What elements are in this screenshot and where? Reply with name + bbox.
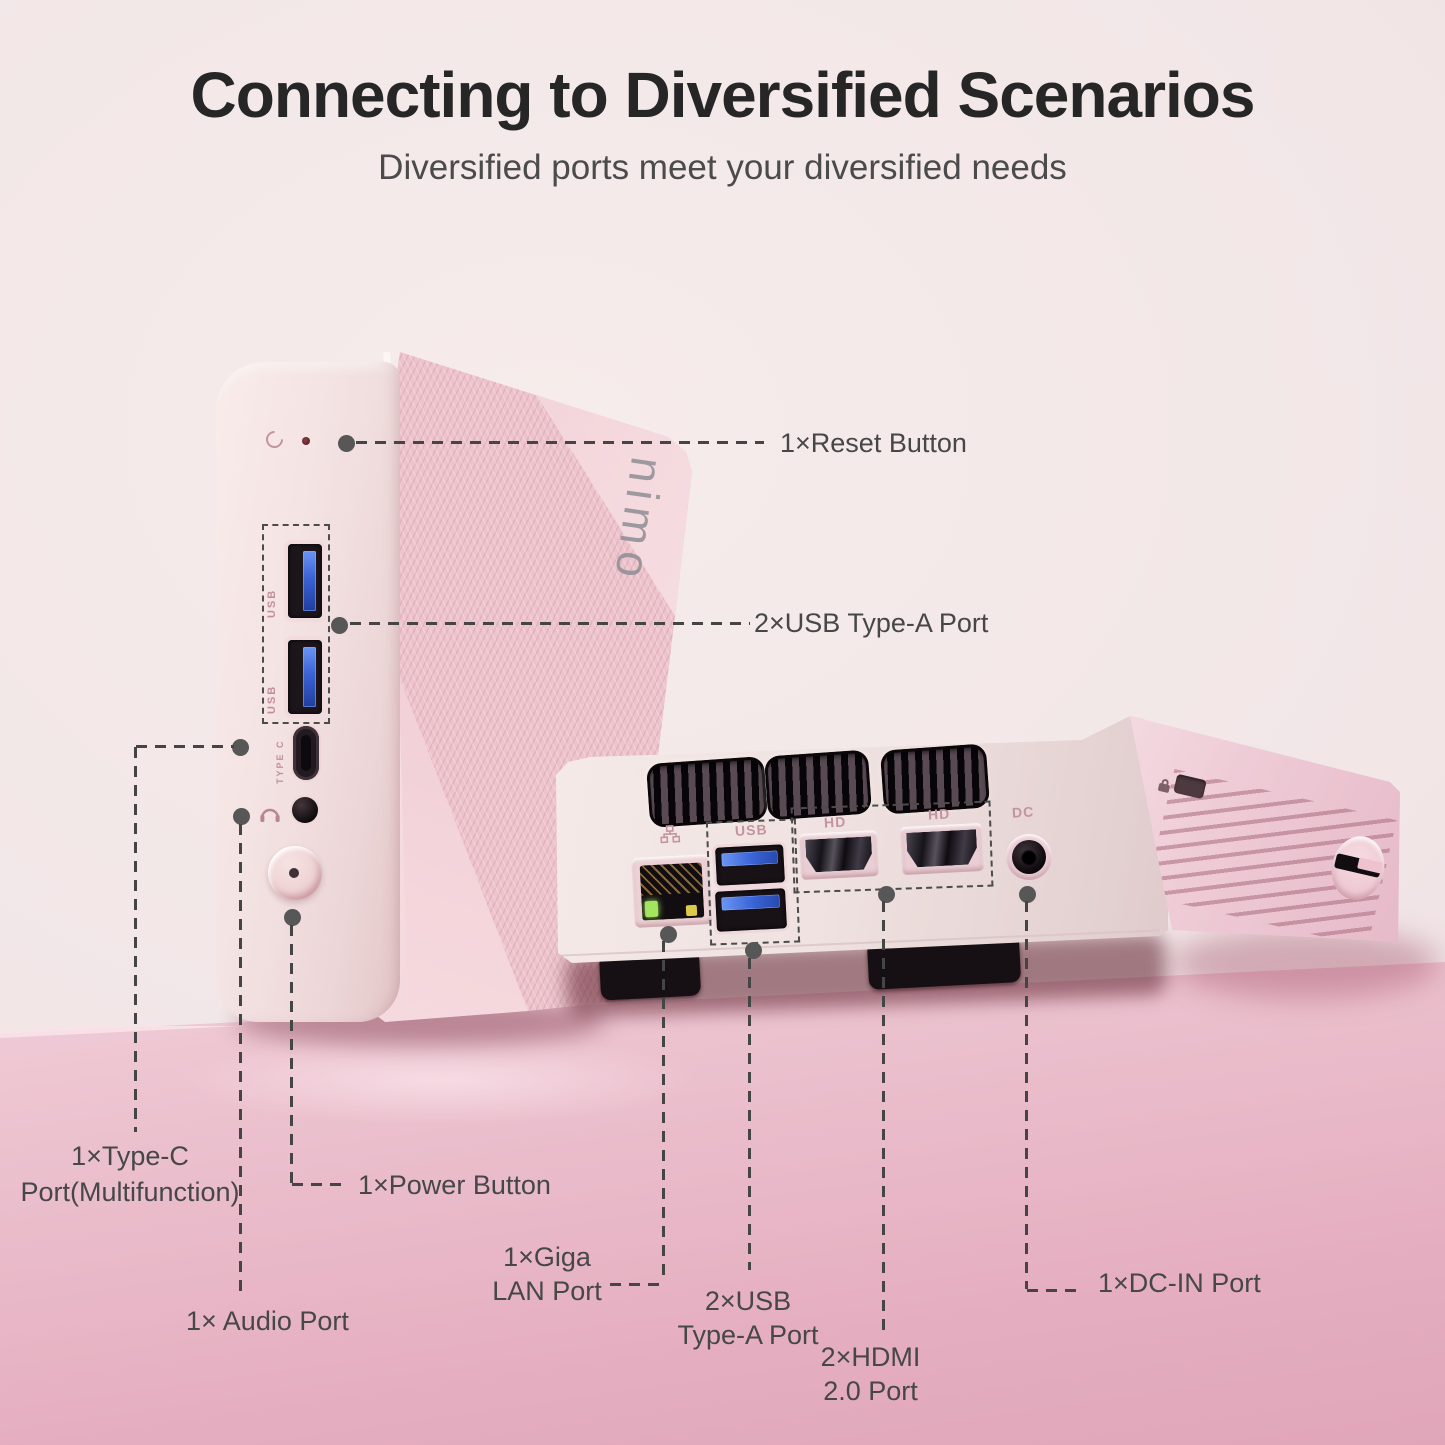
power-button-center-dot	[289, 868, 299, 878]
hdmi-port-1	[798, 829, 880, 881]
usb-tongue	[721, 894, 780, 911]
lan-led-yellow	[685, 904, 698, 917]
horizontal-pc-side-shadow	[1170, 928, 1440, 998]
callout-label-line: 1×Type-C	[71, 1141, 189, 1171]
callout-label-line: 2×USB	[704, 1286, 792, 1316]
callout-dot-power	[284, 909, 301, 926]
audio-port	[292, 797, 318, 823]
callout-line	[748, 958, 751, 1270]
callout-label-line: LAN Port	[492, 1276, 602, 1306]
callout-line	[882, 901, 885, 1333]
usb-port-emboss-label: USB	[266, 684, 278, 714]
page-title: Connecting to Diversified Scenarios	[190, 59, 1256, 131]
usb-port-emboss-label: USB	[266, 588, 278, 618]
callout-line	[290, 925, 293, 1183]
headphone-icon	[260, 808, 280, 822]
callout-line	[239, 824, 242, 1294]
tabletop-sheen	[180, 1035, 700, 1125]
usb-ports-outline-box	[262, 524, 330, 724]
callout-label-line: Port(Multifunction)	[20, 1177, 240, 1207]
callout-label-line: 2×HDMI	[820, 1342, 921, 1372]
callout-line	[1025, 901, 1028, 1289]
callout-label-line: Type-A Port	[677, 1320, 819, 1350]
callout-label-usb-rear: 2×USB Type-A Port	[656, 1284, 840, 1352]
type-c-port	[293, 726, 319, 780]
lan-led-green	[644, 900, 659, 918]
callout-label-usb-side: 2×USB Type-A Port	[754, 608, 989, 638]
callout-label-dc: 1×DC-IN Port	[1098, 1268, 1261, 1298]
usb-type-a-port-1	[288, 544, 322, 618]
callout-line	[292, 1183, 344, 1186]
usb-tongue	[303, 551, 316, 611]
usb-type-a-rear-port-2	[715, 888, 787, 932]
callout-label-line: 2.0 Port	[823, 1376, 918, 1406]
usb-tongue	[721, 850, 778, 867]
usb-type-a-rear-port-1	[715, 844, 785, 886]
callout-line	[610, 1283, 664, 1286]
callout-label-power: 1×Power Button	[358, 1170, 551, 1200]
callout-label-line: 1×Giga	[503, 1242, 591, 1272]
dc-in-pin-hole	[1021, 849, 1037, 865]
callout-line	[1027, 1289, 1079, 1292]
usb-type-a-port-2	[288, 640, 322, 714]
callout-label-reset: 1×Reset Button	[780, 428, 967, 458]
callout-line	[136, 745, 234, 748]
callout-dot-usb-rear	[745, 942, 762, 959]
page-subtitle: Diversified ports meet your diversified …	[378, 148, 1067, 187]
hdmi-socket	[805, 836, 873, 872]
dc-emboss-label: DC	[1011, 803, 1035, 821]
callout-dot-lan	[660, 926, 677, 943]
type-c-emboss-label: TYPE C	[275, 739, 285, 784]
callout-dot-dc	[1019, 886, 1036, 903]
hdmi-socket	[906, 829, 978, 868]
callout-line	[662, 941, 665, 1283]
callout-label-hdmi: 2×HDMI 2.0 Port	[788, 1340, 953, 1408]
callout-line	[134, 747, 137, 1132]
callout-dot-usb-side	[331, 617, 348, 634]
callout-line	[356, 441, 764, 444]
callout-dot-hdmi	[878, 886, 895, 903]
callout-dot-reset	[338, 435, 355, 452]
callout-label-type-c: 1×Type-C Port(Multifunction)	[8, 1138, 252, 1210]
hdmi-port-2	[899, 822, 985, 876]
callout-label-audio: 1× Audio Port	[186, 1306, 349, 1336]
lan-nodes-icon	[660, 825, 681, 844]
usb-tongue	[303, 647, 316, 707]
exhaust-vent	[645, 755, 769, 829]
callout-dot-audio	[233, 808, 250, 825]
callout-label-lan: 1×Giga LAN Port	[472, 1240, 622, 1308]
callout-line	[350, 622, 750, 625]
reset-pinhole	[302, 437, 310, 445]
callout-dot-type-c	[232, 739, 249, 756]
